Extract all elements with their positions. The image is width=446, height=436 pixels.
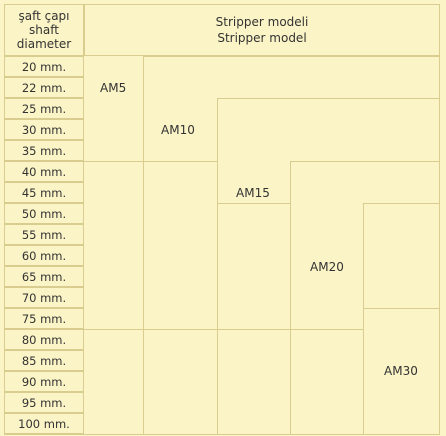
model-label-am15: AM15 — [236, 186, 270, 200]
size-cell: 95 mm. — [4, 392, 84, 413]
size-cell: 25 mm. — [4, 98, 84, 119]
am20-region-bottom — [290, 329, 363, 435]
model-label-am5: AM5 — [100, 81, 127, 95]
header-line-shaft: shaft — [29, 23, 59, 37]
model-label-am10: AM10 — [161, 123, 195, 137]
am15-region-bottom — [217, 203, 290, 435]
stripper-model-header: Stripper modeli Stripper model — [84, 4, 440, 56]
lower-divider — [84, 329, 290, 435]
size-cell: 30 mm. — [4, 119, 84, 140]
model-label-am30: AM30 — [384, 364, 418, 378]
size-cell: 40 mm. — [4, 161, 84, 182]
am10-region — [143, 56, 440, 435]
size-cell: 75 mm. — [4, 308, 84, 329]
size-cell: 90 mm. — [4, 371, 84, 392]
header-line-stripper-modeli: Stripper modeli — [215, 15, 309, 29]
size-cell: 50 mm. — [4, 203, 84, 224]
am20-region — [290, 161, 440, 435]
size-cell: 22 mm. — [4, 77, 84, 98]
am15-region — [217, 98, 440, 435]
header-line-stripper-model: Stripper model — [217, 31, 307, 45]
am10-region-bottom — [143, 161, 217, 435]
size-cell: 60 mm. — [4, 245, 84, 266]
size-cell: 20 mm. — [4, 56, 84, 77]
size-cell: 70 mm. — [4, 287, 84, 308]
header-line-diameter: diameter — [16, 37, 72, 51]
model-label-am20: AM20 — [310, 260, 344, 274]
am30-top — [363, 308, 440, 435]
size-cell: 45 mm. — [4, 182, 84, 203]
shaft-diameter-header: şaft çapı shaft diameter — [4, 4, 84, 56]
size-cell: 80 mm. — [4, 329, 84, 350]
header-line-shaft-capi: şaft çapı — [18, 9, 70, 23]
size-cell: 35 mm. — [4, 140, 84, 161]
am5-region-bottom — [84, 161, 143, 435]
size-cell: 65 mm. — [4, 266, 84, 287]
size-cell: 55 mm. — [4, 224, 84, 245]
size-cell: 85 mm. — [4, 350, 84, 371]
size-cell: 100 mm. — [4, 413, 84, 434]
